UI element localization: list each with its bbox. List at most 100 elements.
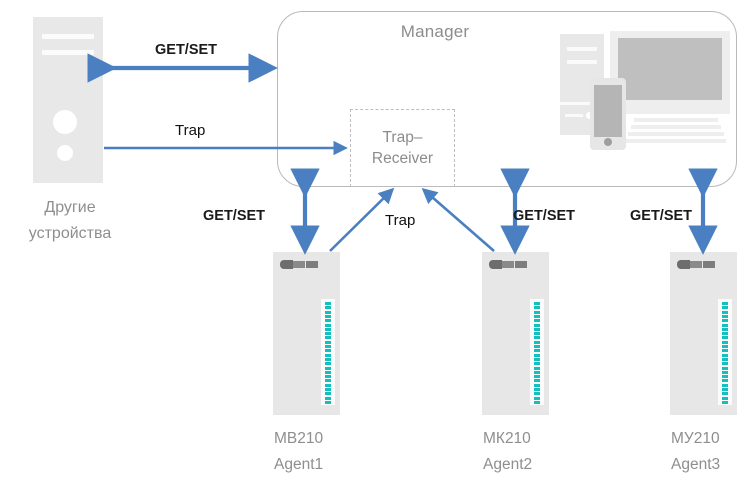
led-indicator bbox=[325, 375, 331, 379]
label-agent3-getset: GET/SET bbox=[630, 208, 693, 224]
trap-receiver-line1: Trap– bbox=[382, 129, 423, 146]
phone-screen bbox=[594, 85, 622, 137]
agent-2-role: Agent2 bbox=[483, 456, 533, 473]
led-indicator bbox=[325, 379, 331, 383]
led-indicator bbox=[534, 340, 540, 344]
workstation-icon bbox=[560, 31, 730, 166]
arrow-agent1-trap bbox=[329, 187, 395, 252]
led-indicator bbox=[534, 349, 540, 353]
led-indicator bbox=[534, 345, 540, 348]
module-led-strip bbox=[321, 299, 335, 405]
server-dot-large bbox=[53, 110, 77, 134]
other-devices-line2: устройства bbox=[28, 225, 112, 242]
led-indicator bbox=[325, 370, 331, 374]
smartphone-icon bbox=[590, 78, 626, 150]
led-indicator bbox=[325, 314, 331, 318]
led-indicator bbox=[534, 392, 540, 396]
led-indicator bbox=[722, 357, 728, 361]
other-devices-icon bbox=[33, 17, 103, 183]
led-indicator bbox=[534, 306, 540, 310]
led-indicator bbox=[534, 353, 540, 357]
monitor-icon bbox=[610, 31, 730, 109]
led-indicator bbox=[534, 357, 540, 361]
led-indicator bbox=[722, 306, 728, 310]
led-indicator bbox=[325, 310, 331, 314]
led-indicator bbox=[325, 400, 331, 404]
led-indicator bbox=[325, 349, 331, 353]
led-indicator bbox=[722, 349, 728, 353]
led-indicator bbox=[722, 327, 728, 331]
led-indicator bbox=[722, 340, 728, 344]
led-indicator bbox=[722, 332, 728, 336]
agent-module-2 bbox=[482, 252, 549, 415]
server-slot-1 bbox=[42, 34, 94, 39]
led-indicator bbox=[325, 319, 331, 323]
led-indicator bbox=[325, 362, 331, 366]
tower-slot-2 bbox=[567, 60, 597, 64]
led-indicator bbox=[722, 383, 728, 387]
led-indicator bbox=[325, 332, 331, 336]
led-indicator bbox=[325, 340, 331, 344]
tower-power-line bbox=[565, 114, 585, 117]
keyboard-icon bbox=[626, 118, 726, 143]
label-agent1-getset: GET/SET bbox=[203, 208, 266, 224]
server-slot-2 bbox=[42, 50, 94, 55]
agent-3-label: МУ210 Agent3 bbox=[671, 426, 755, 478]
led-indicator bbox=[534, 375, 540, 379]
trap-receiver-box: Trap– Receiver bbox=[350, 109, 455, 187]
led-indicator bbox=[325, 366, 331, 370]
led-indicator bbox=[722, 345, 728, 348]
manager-title: Manager bbox=[400, 22, 470, 41]
led-indicator bbox=[534, 314, 540, 318]
other-devices-label: Другие устройства bbox=[0, 195, 140, 247]
led-indicator bbox=[534, 302, 540, 305]
led-indicator bbox=[534, 400, 540, 404]
led-indicator bbox=[722, 400, 728, 404]
led-indicator bbox=[722, 392, 728, 396]
agent-2-label: МК210 Agent2 bbox=[483, 426, 603, 478]
led-indicator bbox=[325, 383, 331, 387]
module-connector-icon bbox=[489, 260, 527, 269]
led-indicator bbox=[534, 383, 540, 387]
led-indicator bbox=[534, 323, 540, 327]
led-indicator bbox=[325, 336, 331, 340]
led-indicator bbox=[534, 366, 540, 370]
led-indicator bbox=[722, 366, 728, 370]
led-indicator bbox=[722, 362, 728, 366]
agent-1-label: МВ210 Agent1 bbox=[274, 426, 394, 478]
label-left-getset: GET/SET bbox=[155, 42, 218, 58]
led-indicator bbox=[722, 379, 728, 383]
tower-slot-1 bbox=[567, 47, 597, 51]
led-indicator bbox=[534, 332, 540, 336]
led-indicator bbox=[722, 302, 728, 305]
led-indicator bbox=[722, 336, 728, 340]
led-indicator bbox=[534, 396, 540, 400]
arrow-agent2-trap bbox=[421, 187, 495, 252]
agent-3-model: МУ210 bbox=[671, 430, 720, 447]
monitor-screen bbox=[618, 38, 722, 100]
label-agents-trap: Trap bbox=[385, 212, 416, 229]
led-indicator bbox=[325, 323, 331, 327]
led-indicator bbox=[722, 310, 728, 314]
agent-3-role: Agent3 bbox=[671, 456, 721, 473]
led-indicator bbox=[722, 396, 728, 400]
led-indicator bbox=[534, 310, 540, 314]
agent-module-1 bbox=[273, 252, 340, 415]
led-indicator bbox=[722, 353, 728, 357]
led-indicator bbox=[722, 375, 728, 379]
led-indicator bbox=[534, 327, 540, 331]
trap-receiver-line2: Receiver bbox=[371, 150, 434, 167]
led-indicator bbox=[534, 336, 540, 340]
tower-divider bbox=[560, 102, 604, 105]
led-indicator bbox=[325, 345, 331, 348]
agent-2-model: МК210 bbox=[483, 430, 531, 447]
led-indicator bbox=[325, 302, 331, 305]
module-connector-icon bbox=[677, 260, 715, 269]
phone-home-button bbox=[604, 138, 612, 146]
module-led-strip bbox=[530, 299, 544, 405]
led-indicator bbox=[722, 319, 728, 323]
module-connector-icon bbox=[280, 260, 318, 269]
agent-1-model: МВ210 bbox=[274, 430, 324, 447]
led-indicator bbox=[722, 323, 728, 327]
label-left-trap: Trap bbox=[175, 122, 206, 139]
